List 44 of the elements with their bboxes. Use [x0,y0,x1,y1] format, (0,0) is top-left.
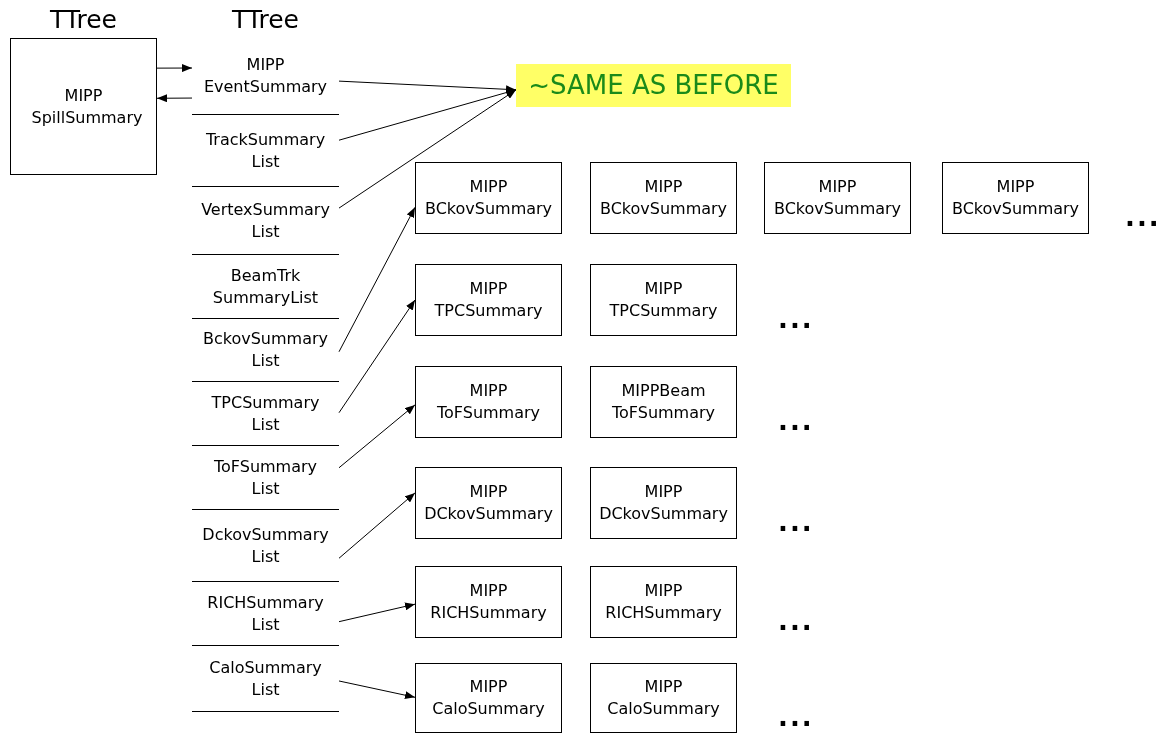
list-cell: BckovSummary List [192,319,339,382]
arrow [338,492,416,559]
arrow [338,299,416,414]
arrow [338,206,416,353]
tree-heading: TTree [49,4,118,36]
highlight-note: ~SAME AS BEFORE [516,64,791,107]
summary-box: MIPP BCkovSummary [764,162,911,234]
summary-box: MIPP BCkovSummary [590,162,737,234]
arrow [338,88,517,141]
list-cell: CaloSummary List [192,646,339,712]
summary-box: MIPP CaloSummary [415,663,562,733]
summary-box: MIPP CaloSummary [590,663,737,733]
list-cell: TrackSummary List [192,115,339,187]
arrow [156,64,193,73]
list-cell: VertexSummary List [192,187,339,255]
ellipsis: ... [778,508,814,536]
arrow [338,602,416,623]
arrow [338,404,416,469]
node-text: MIPP SpillSummary [30,84,144,129]
arrow [338,680,416,700]
summary-box: MIPP BCkovSummary [942,162,1089,234]
ellipsis: ... [778,305,814,333]
summary-box: MIPP ToFSummary [415,366,562,438]
summary-box: MIPP RICHSummary [590,566,737,638]
arrow [156,94,193,103]
ellipsis: ... [778,703,814,731]
list-cell: MIPP EventSummary [192,38,339,115]
summary-box: MIPP DCkovSummary [590,467,737,539]
list-cell: DckovSummary List [192,510,339,582]
tree-heading: TTree [231,4,300,36]
ellipsis: ... [778,607,814,635]
summary-box: MIPP DCkovSummary [415,467,562,539]
list-cell: TPCSummary List [192,382,339,446]
arrow [338,89,517,209]
summary-box: MIPP TPCSummary [590,264,737,336]
ellipsis: ... [1125,203,1161,231]
list-cell: ToFSummary List [192,446,339,510]
summary-box: MIPP RICHSummary [415,566,562,638]
ellipsis: ... [778,407,814,435]
summary-box: MIPP BCkovSummary [415,162,562,234]
summary-box: MIPP TPCSummary [415,264,562,336]
list-cell: BeamTrk SummaryList [192,255,339,319]
list-cell: RICHSummary List [192,582,339,646]
summary-box: MIPPBeam ToFSummary [590,366,737,438]
